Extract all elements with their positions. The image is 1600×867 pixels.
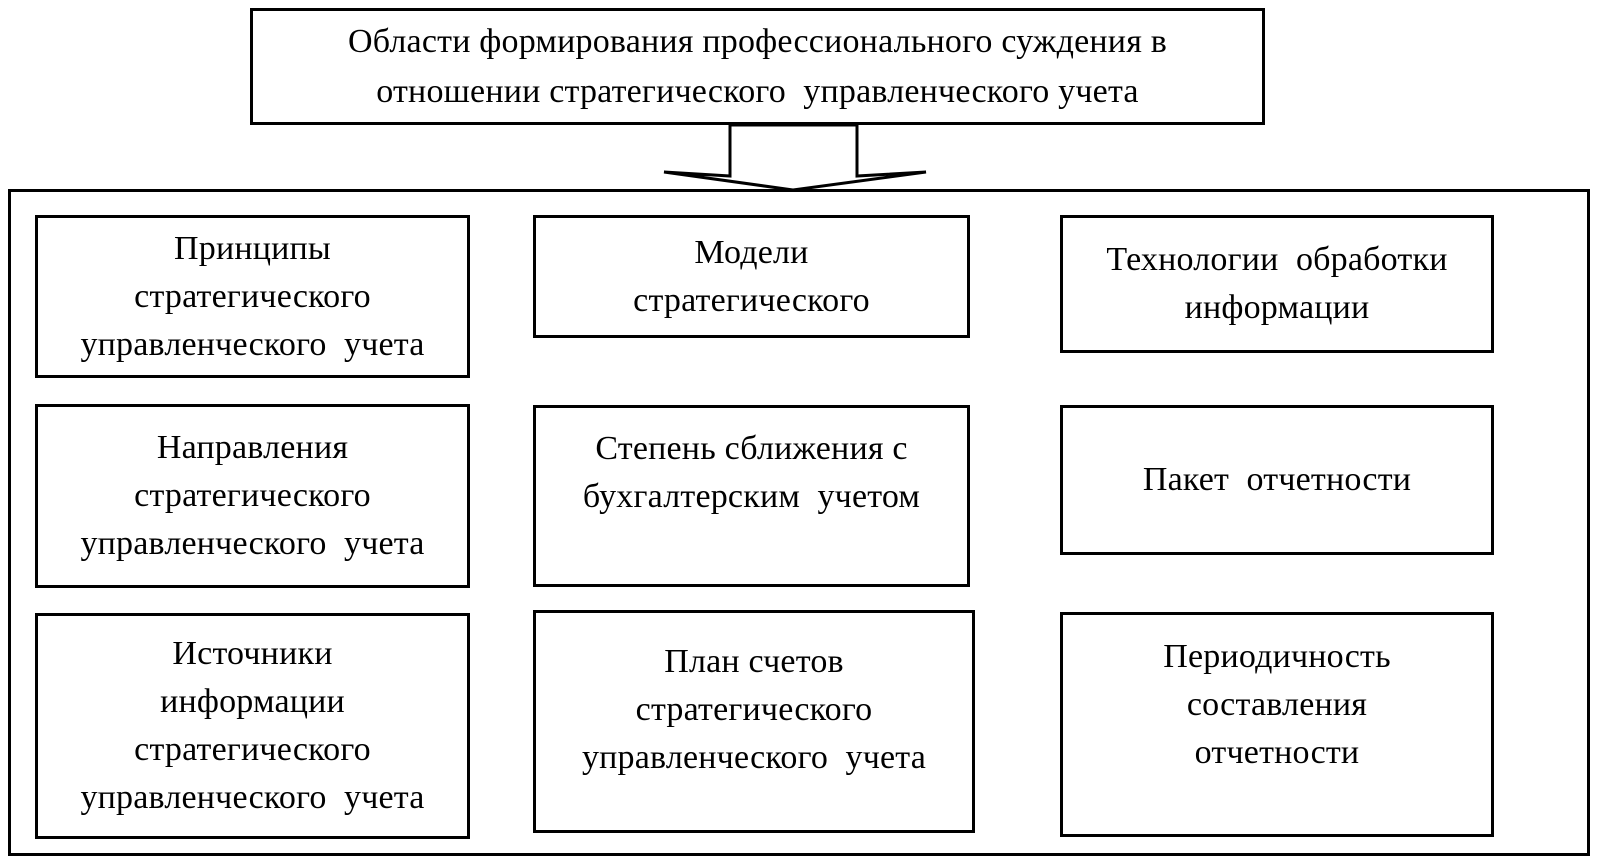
cell-models-text: Модели стратегического	[633, 233, 870, 319]
cell-information-sources: Источники информации стратегического упр…	[35, 613, 470, 839]
cell-convergence-degree: Степень сближения с бухгалтерским учетом	[533, 405, 970, 587]
cell-information-sources-text: Источники информации стратегического упр…	[80, 635, 425, 816]
cell-reporting-periodicity: Периодичность составления отчетности	[1060, 612, 1494, 837]
down-block-arrow-shape	[663, 123, 927, 192]
title-box: Области формирования профессионального с…	[250, 8, 1265, 125]
cell-directions-text: Направления стратегического управленческ…	[80, 429, 425, 562]
cell-information-processing-text: Технологии обработки информации	[1106, 241, 1448, 326]
down-block-arrow-icon	[663, 123, 927, 192]
cell-principles-text: Принципы стратегического управленческого…	[80, 229, 425, 363]
cell-reporting-package-text: Пакет отчетности	[1142, 461, 1412, 498]
cell-convergence-degree-text: Степень сближения с бухгалтерским учетом	[582, 430, 921, 515]
cell-chart-of-accounts-text: План счетов стратегического управленческ…	[581, 643, 927, 776]
cell-reporting-package: Пакет отчетности	[1060, 405, 1494, 555]
cell-information-processing: Технологии обработки информации	[1060, 215, 1494, 353]
cell-models: Модели стратегического	[533, 215, 970, 338]
cell-directions: Направления стратегического управленческ…	[35, 404, 470, 588]
cell-principles: Принципы стратегического управленческого…	[35, 215, 470, 378]
cell-reporting-periodicity-text: Периодичность составления отчетности	[1163, 638, 1391, 771]
diagram-title: Области формирования профессионального с…	[347, 22, 1167, 110]
cell-chart-of-accounts: План счетов стратегического управленческ…	[533, 610, 975, 833]
